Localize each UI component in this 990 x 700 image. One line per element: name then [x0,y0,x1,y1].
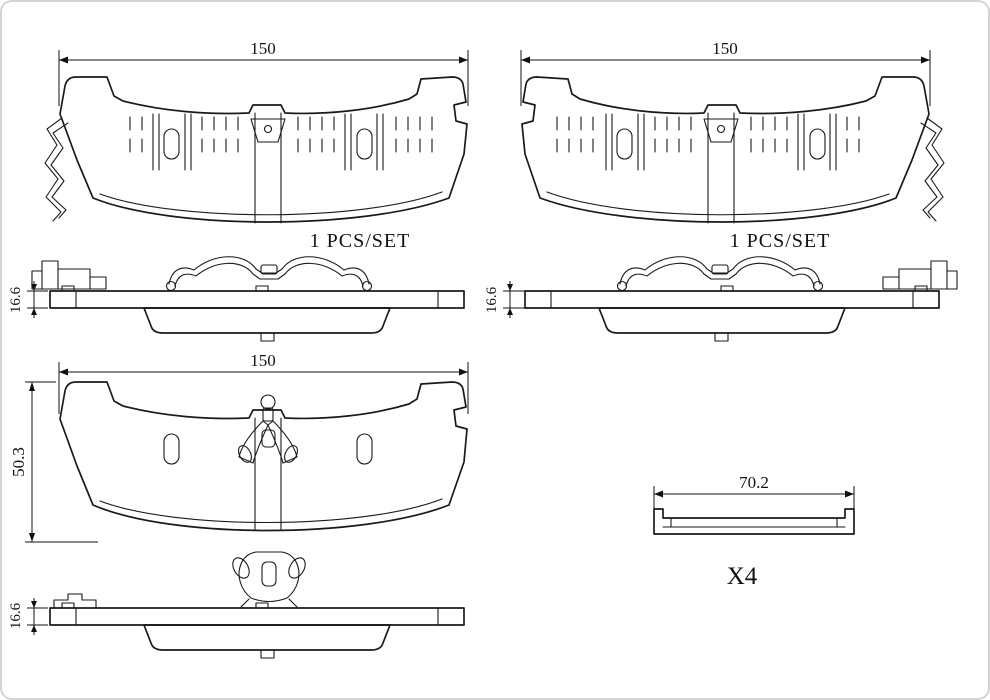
retainer-ear-right [284,445,298,463]
pcs-set-label: 1 PCS/SET [310,230,411,252]
center-divider-lines [254,112,282,224]
retainer-wing-left [238,420,269,464]
pad-outline [59,76,468,223]
anti-rattle-spring-top [168,256,370,285]
spring-hook-left [165,280,177,292]
quantity-label: X4 [727,563,758,590]
retainer-pin-body [262,407,274,422]
profile-backplate [49,607,465,626]
clip-part-ear-right [288,557,306,579]
retainer-wing-right [267,420,298,464]
profile-bump-center [255,602,269,609]
slot-left [163,433,180,465]
wear-indicator-clip [44,117,63,222]
width-dimension-label: 150 [250,39,276,58]
profile-backplate [49,290,465,309]
profile-ticks [75,607,439,626]
pcs-set-label: 1 PCS/SET [730,230,831,252]
profile-left-clip [53,593,97,609]
shim-end-notches [670,517,838,528]
view-shim: 70.2 X4 [653,473,855,590]
arrowhead [845,490,854,498]
dim-line-height [25,381,98,543]
profile-center-tab [260,649,275,659]
spring-hook-right [361,280,373,292]
bottom-chamfer-line [99,191,443,216]
arrowhead [59,56,68,64]
friction-dash-pattern [129,116,433,153]
clip-part-legs [240,598,298,608]
arrowhead [31,601,37,608]
pad-assembly-graphic [31,76,468,342]
thickness-dimension-label: 16.6 [484,286,500,313]
dim-line-width [653,486,855,511]
profile-friction-material [143,624,391,651]
profile-friction-material [143,307,391,334]
center-clip-detail [250,118,286,143]
spring-center-tab [260,264,278,275]
dim-line-width [58,362,469,414]
abutment-clip-lines [41,268,91,290]
arrowhead [654,490,663,498]
profile-bump-left [61,285,75,292]
profile-bump-left [61,602,75,609]
retainer-ear-left [238,445,252,463]
width-dimension-label: 150 [250,351,276,370]
arrowhead [521,56,530,64]
retainer-slot [261,429,276,448]
slot-left [163,128,180,160]
clip-part-ear-left [232,557,250,579]
view-pad-inner: 150 50.3 16.6 [8,351,469,659]
center-divider-lines [254,417,282,531]
view-pad-outer-left: 150 1 PCS/SET 16.6 [8,39,469,318]
pad-outline [59,381,468,532]
profile-bump-center [255,285,269,292]
pad-assembly-mirrored [521,76,958,342]
dim-line-width [58,50,469,106]
center-clip-hole [263,124,273,134]
arrowhead [31,308,37,315]
height-dimension-label: 50.3 [9,447,28,477]
arrowhead [31,625,37,632]
thickness-dimension-label: 16.6 [8,286,24,313]
arrowhead [29,382,35,391]
wear-indicator-clip-inner [50,122,69,219]
slot-right [356,433,373,465]
dim-line-width [520,50,931,106]
view-pad-outer-right: 150 1 PCS/SET 16.6 [484,39,958,342]
arrowhead [459,368,468,376]
slot-flank-bars [152,113,384,171]
width-dimension-label: 150 [712,39,738,58]
bottom-chamfer-line [99,498,443,524]
width-dimension-label: 70.2 [739,473,769,492]
arrowhead [459,56,468,64]
dim-line-thickness [27,598,48,635]
retainer-pin-head [260,394,276,410]
anti-rattle-spring-bottom [174,262,364,287]
abutment-clip [31,260,107,290]
arrowhead [507,284,513,291]
slot-right [356,128,373,160]
arrowhead [31,284,37,291]
arrowhead [29,533,35,542]
clip-part-slot [261,561,277,587]
arrowhead [507,308,513,315]
dim-line-thickness [27,281,48,318]
profile-ticks [75,290,439,309]
clip-part-outline [238,551,300,603]
arrowhead [59,368,68,376]
shim-outline [653,508,855,535]
profile-center-tab [260,332,275,342]
thickness-dimension-label: 16.6 [8,602,24,629]
arrowhead [921,56,930,64]
